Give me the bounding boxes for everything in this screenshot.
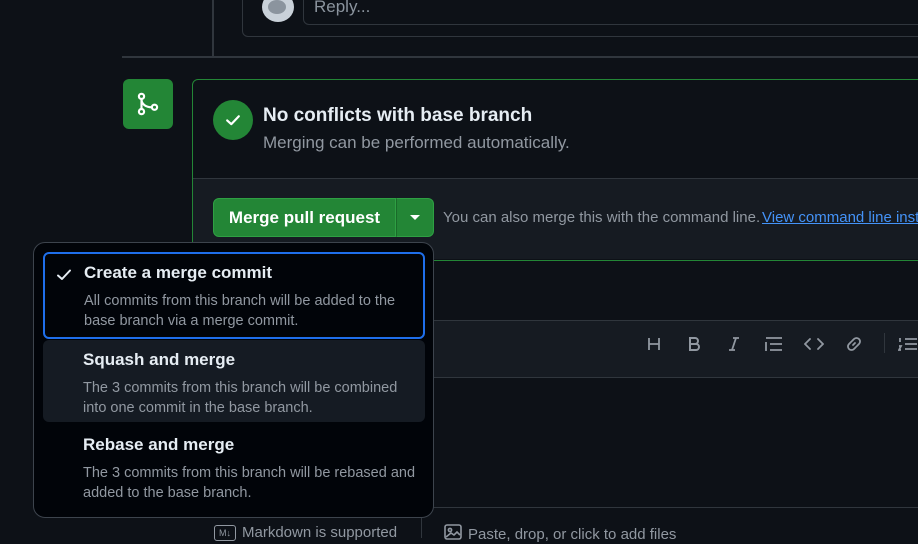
editor-toolbar [426,321,918,378]
footer-divider [421,506,422,538]
toolbar-divider [884,333,885,353]
merge-option-squash-and-merge[interactable]: Squash and merge The 3 commits from this… [43,340,425,422]
check-icon [55,266,73,284]
merge-pull-request-button[interactable]: Merge pull request [213,198,396,237]
merge-option-title: Create a merge commit [84,263,273,282]
markdown-icon: M↓ [214,524,236,541]
git-merge-icon [123,79,173,129]
merge-status-title: No conflicts with base branch [263,105,533,126]
merge-option-description: The 3 commits from this branch will be r… [83,465,416,501]
reply-input[interactable] [303,0,918,25]
merge-option-title: Squash and merge [83,350,236,369]
view-command-line-link[interactable]: View command line inst [762,209,918,226]
timeline-divider [122,56,918,58]
merge-status-subtitle: Merging can be performed automatically. [263,133,570,152]
attach-files[interactable]: Paste, drop, or click to add files [444,524,676,544]
check-circle-icon [213,100,253,140]
merge-method-dropdown-button[interactable] [396,198,434,237]
command-line-hint: You can also merge this with the command… [443,209,761,226]
numbered-list-icon[interactable] [898,333,918,355]
heading-icon[interactable] [642,333,666,355]
markdown-label: Markdown is supported [242,524,398,541]
reply-placeholder: Reply... [314,0,371,16]
bold-icon[interactable] [682,333,706,355]
paste-label: Paste, drop, or click to add files [468,525,677,543]
merge-option-description: The 3 commits from this branch will be c… [83,380,398,416]
image-icon [444,524,462,544]
merge-option-create-merge-commit[interactable]: Create a merge commit All commits from t… [43,252,425,339]
quote-icon[interactable] [762,333,786,355]
link-icon[interactable] [842,333,866,355]
code-icon[interactable] [802,333,826,355]
merge-option-title: Rebase and merge [83,435,235,454]
caret-down-icon [409,209,421,227]
avatar [262,0,294,22]
markdown-hint[interactable]: M↓ Markdown is supported [214,524,397,541]
timeline-line [212,0,214,56]
merge-option-description: All commits from this branch will be add… [84,293,396,329]
merge-option-rebase-and-merge[interactable]: Rebase and merge The 3 commits from this… [43,425,425,507]
italic-icon[interactable] [722,333,746,355]
